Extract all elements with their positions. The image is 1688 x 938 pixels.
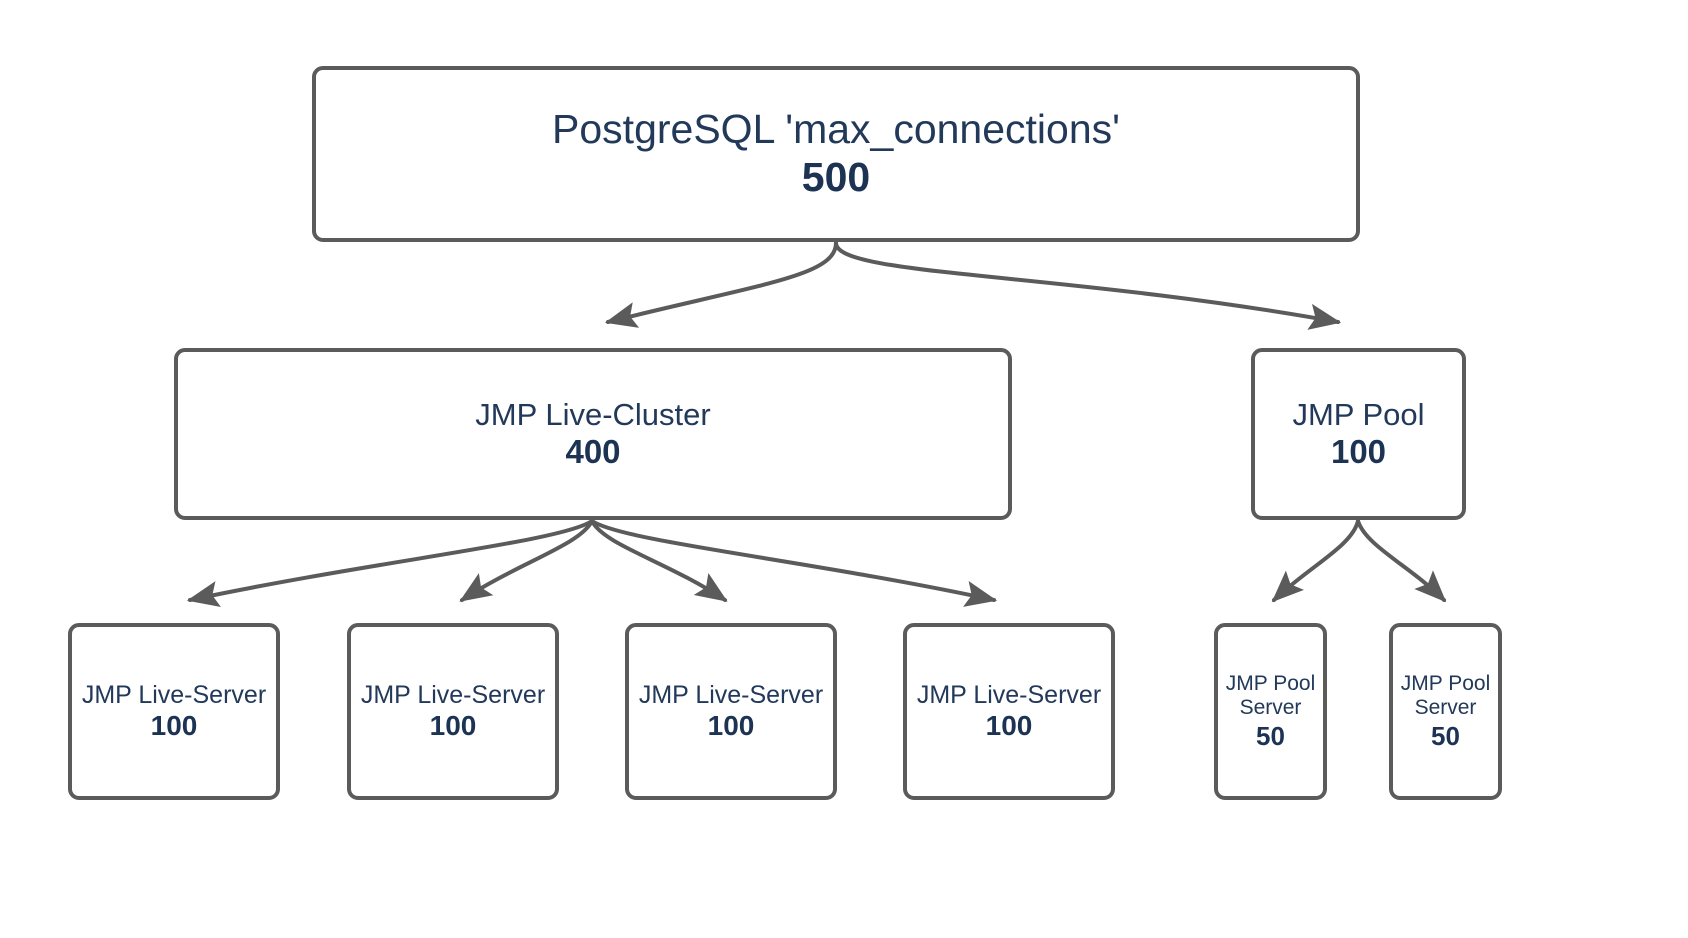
node-label: JMP Pool Server: [1400, 671, 1491, 720]
node-label: JMP Pool: [1292, 396, 1425, 432]
node-label: JMP Live-Server: [81, 680, 267, 709]
node-root[interactable]: PostgreSQL 'max_connections'500: [312, 66, 1360, 242]
edge-root-to-live-cluster: [604, 241, 838, 328]
node-value: 100: [150, 709, 198, 741]
node-value: 50: [1256, 720, 1285, 751]
node-label: JMP Live-Server: [638, 680, 824, 709]
node-value: 100: [985, 709, 1033, 741]
edge-pool-to-pool-server-1: [1271, 519, 1360, 603]
node-value: 100: [429, 709, 477, 741]
node-value: 100: [707, 709, 755, 741]
node-label: JMP Live-Server: [916, 680, 1102, 709]
node-label: JMP Live-Cluster: [475, 396, 711, 432]
node-value: 400: [565, 432, 621, 470]
edge-pool-to-pool-server-2: [1356, 519, 1447, 603]
edge-live-cluster-to-server-4: [590, 519, 998, 607]
edge-paths: [186, 241, 1447, 607]
edge-root-to-pool: [834, 241, 1342, 330]
node-label: PostgreSQL 'max_connections': [552, 106, 1120, 153]
node-value: 100: [1330, 432, 1387, 470]
node-label: JMP Pool Server: [1225, 671, 1316, 720]
node-value: 50: [1431, 720, 1460, 751]
node-value: 500: [801, 154, 871, 200]
edge-live-cluster-to-server-1: [186, 519, 594, 607]
edge-live-cluster-to-server-2: [459, 519, 594, 602]
edge-live-cluster-to-server-3: [590, 519, 728, 602]
node-label: JMP Live-Server: [360, 680, 546, 709]
